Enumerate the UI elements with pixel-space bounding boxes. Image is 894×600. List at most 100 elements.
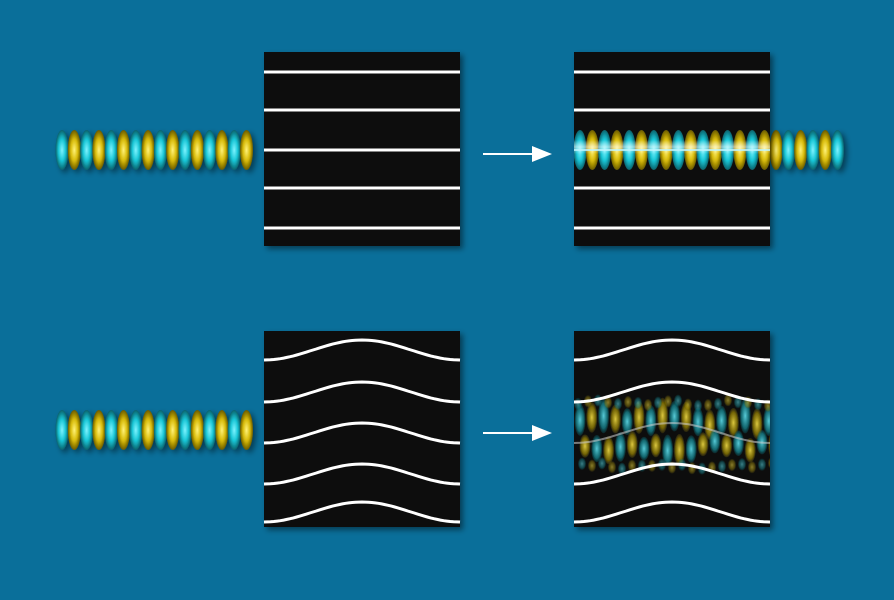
row-wavy (55, 331, 770, 527)
beam-lobe (694, 399, 702, 412)
beam-lobe (240, 130, 253, 170)
beam-lobe (692, 407, 704, 437)
beam-lobe (92, 410, 106, 450)
beam-lobe (738, 458, 746, 471)
beam-lobe (80, 130, 94, 170)
input-beam (55, 130, 253, 170)
beam-lobe (664, 395, 672, 408)
beam-lobe (586, 402, 598, 433)
beam-lobe (227, 410, 241, 450)
beam-lobe (574, 397, 582, 410)
grating-line (574, 380, 770, 404)
beam-lobe (768, 434, 770, 456)
beam-lobe (614, 431, 626, 462)
beam-lobe (574, 404, 586, 436)
beam-lobe (684, 398, 692, 411)
beam-lobe (203, 130, 217, 170)
beam-lobe (697, 432, 709, 457)
beam-lobe (769, 130, 783, 170)
beam-lobe (721, 433, 733, 458)
beam-lobe (609, 404, 621, 434)
beam-lobe (166, 410, 180, 450)
grating-line (263, 462, 461, 486)
grating-line (263, 380, 461, 404)
grating-panel-wavy (263, 331, 461, 527)
grating-line (263, 338, 461, 362)
beam-lobe (621, 408, 633, 435)
beam-lobe (578, 457, 586, 470)
grating-panel-straight-result (574, 52, 770, 246)
beam-lobe (714, 397, 722, 410)
beam-lobe (633, 400, 645, 434)
grating-line (263, 421, 461, 445)
beam-lobe (190, 130, 204, 170)
grating-line (574, 338, 770, 362)
beam-lobe (55, 130, 69, 170)
beam-lobe (588, 459, 596, 472)
beam-lobe (704, 399, 712, 412)
beam-lobe (728, 458, 736, 471)
beam-lobe (758, 458, 766, 471)
beam-lobe (673, 434, 685, 466)
beam-lobe (178, 410, 192, 450)
beam-lobe (80, 410, 94, 450)
beam-lobe (618, 462, 626, 475)
beam-lobe (215, 130, 229, 170)
beam-lobe (654, 396, 662, 409)
beam-lobe (117, 130, 130, 170)
beam-lobe (634, 396, 642, 409)
input-beam (55, 410, 253, 450)
beam-lobe (662, 434, 674, 467)
beam-lobe (92, 130, 106, 170)
beam-lobe (674, 394, 682, 407)
beam-lobe (650, 433, 662, 458)
beam-lobe (117, 410, 130, 450)
beam-lobe (608, 461, 616, 474)
beam-lobe (763, 406, 770, 437)
beam-lobe (818, 130, 832, 170)
beam-lobe (628, 459, 636, 472)
beam-lobe (104, 410, 118, 450)
beam-lobe (55, 410, 69, 450)
beam-lobe (153, 130, 167, 170)
grating-line (574, 500, 770, 524)
beam-lobe (645, 405, 657, 437)
beam-lobe (724, 394, 732, 407)
beam-lobe (744, 438, 756, 463)
beam-lobe (806, 130, 820, 170)
beam-lobe (614, 397, 622, 410)
beam-lobe (215, 410, 229, 450)
beam-lobe (603, 436, 615, 465)
beam-lobe (718, 460, 726, 473)
grating-line (574, 421, 770, 444)
grating-line (263, 500, 461, 524)
beam-lobe (727, 407, 739, 438)
beam-lobe (240, 410, 253, 450)
beam-lobe (781, 130, 795, 170)
grating-panel-straight (264, 52, 460, 246)
beam-lobe (598, 457, 606, 470)
output-beam-straight (769, 130, 844, 170)
beam-lobe (579, 434, 591, 458)
beam-lobe (626, 430, 638, 458)
grating-panel-wavy-result (574, 331, 770, 527)
beam-lobe (153, 410, 167, 450)
beam-lobe (166, 130, 180, 170)
row-straight (55, 52, 844, 246)
beam-lobe (716, 405, 728, 436)
beam-lobe (178, 130, 192, 170)
beam-lobe (203, 410, 217, 450)
beam-lobe (624, 395, 632, 408)
beam-lobe (644, 399, 652, 412)
beam-lobe (831, 130, 844, 170)
beam-lobe (638, 436, 650, 461)
beam-lobe (104, 130, 118, 170)
beam-lobe (732, 430, 744, 457)
beam-lobe (67, 130, 81, 170)
beam-lobe (129, 130, 143, 170)
grating-line (574, 462, 770, 486)
beam-lobe (794, 130, 808, 170)
beam-lobe (604, 396, 612, 409)
beam-lobe (748, 461, 756, 474)
